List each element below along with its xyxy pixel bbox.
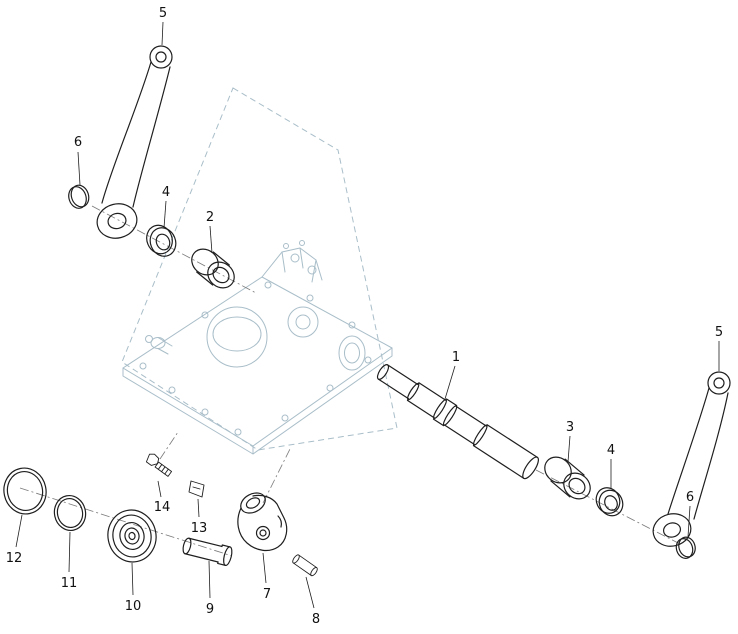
part-bushing-right: [544, 456, 591, 500]
part-bracket: [237, 492, 288, 552]
callout-bolt: 14: [154, 500, 171, 515]
callout-right-washer: 4: [607, 443, 615, 458]
part-washer-left: [146, 224, 177, 257]
callout-cap: 10: [125, 599, 142, 614]
callout-pin: 9: [206, 602, 214, 617]
part-clip: [188, 480, 205, 498]
part-washer-right: [595, 487, 624, 517]
callout-bracket: 7: [263, 587, 271, 602]
part-snap-ring-right: [675, 536, 696, 559]
callout-clip: 13: [191, 521, 208, 536]
callout-roll-pin: 8: [312, 612, 320, 627]
callout-lift-shaft: 1: [452, 350, 460, 365]
phantom-outline: [121, 87, 398, 451]
callout-right-snap-ring: 6: [686, 490, 694, 505]
part-bushing-left: [191, 248, 235, 289]
callout-bushing-right: 3: [566, 420, 574, 435]
callout-right-arm: 5: [715, 325, 723, 340]
part-cap: [107, 509, 157, 563]
assembly-axis-lines: [19, 205, 683, 557]
part-lift-shaft: [376, 364, 539, 480]
part-roll-pin: [292, 554, 318, 577]
part-snap-ring-left: [68, 184, 90, 209]
part-pin: [182, 537, 233, 567]
callout-oring-large: 12: [6, 551, 23, 566]
part-oring-large: [3, 467, 47, 515]
callout-leader-lines: [15, 21, 720, 609]
callout-oring-small: 11: [61, 576, 78, 591]
housing-reference-drawing: [122, 240, 393, 455]
callout-left-arm: 5: [159, 6, 167, 21]
part-lift-arm-right: [652, 371, 731, 547]
part-lift-arm-left: [96, 45, 173, 239]
part-bolt: [145, 453, 173, 477]
callout-left-snap-ring: 6: [74, 135, 82, 150]
callout-bushing-left: 2: [206, 210, 214, 225]
callout-left-washer: 4: [162, 185, 170, 200]
part-oring-small: [53, 494, 87, 532]
